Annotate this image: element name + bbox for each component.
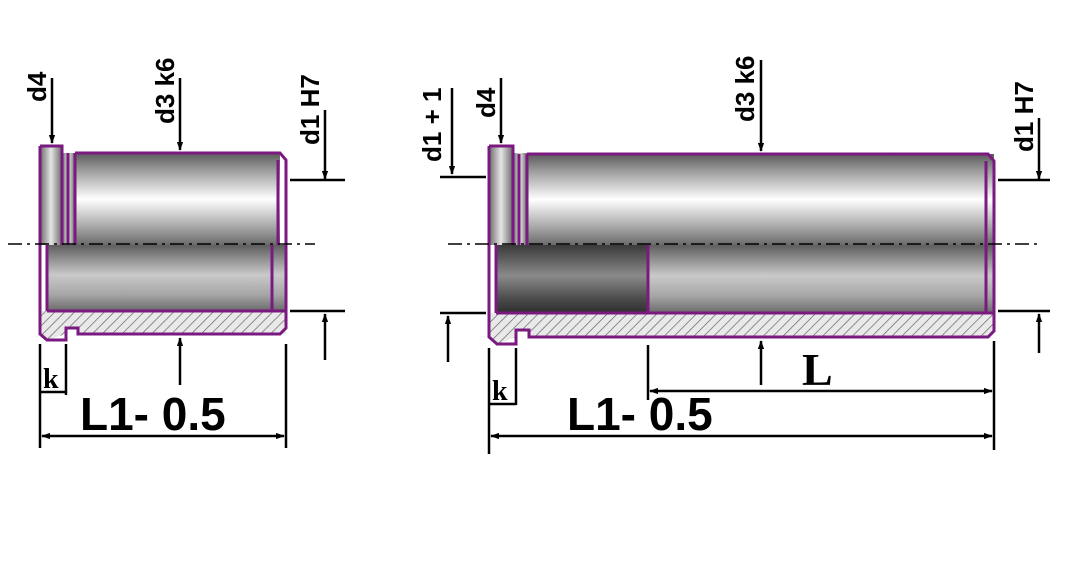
left-label-length: L1- 0.5 <box>80 388 226 440</box>
left-labels: d4 d3 k6 d1 H7 k L1- 0.5 <box>22 58 325 441</box>
right-label-d1-plus: d1 + 1 <box>417 88 447 162</box>
right-label-length: L1- 0.5 <box>567 388 713 440</box>
left-label-d1: d1 H7 <box>295 74 325 145</box>
right-hatched-wall <box>489 313 994 344</box>
right-body-upper <box>527 154 994 245</box>
right-label-L: L <box>802 344 833 395</box>
right-collar <box>489 146 513 245</box>
left-dimensions <box>38 78 345 448</box>
right-bore <box>648 245 994 313</box>
right-bore-dark <box>496 245 648 313</box>
left-bushing <box>8 144 315 342</box>
right-bushing <box>448 144 1040 346</box>
left-label-k: k <box>43 364 59 395</box>
left-outline <box>38 144 288 342</box>
right-label-d4: d4 <box>471 87 501 118</box>
right-label-d3: d3 k6 <box>730 56 760 123</box>
left-bore <box>47 245 286 311</box>
right-label-k: k <box>492 376 508 407</box>
left-body-upper <box>75 153 280 245</box>
right-labels: d1 + 1 d4 d3 k6 d1 H7 k L L1- 0.5 <box>417 56 1039 441</box>
right-label-d1: d1 H7 <box>1009 81 1039 152</box>
left-label-d3: d3 k6 <box>150 58 180 125</box>
left-collar <box>40 146 62 245</box>
left-label-d4: d4 <box>22 71 52 102</box>
right-outline <box>487 144 996 346</box>
right-dimensions <box>440 60 1050 454</box>
left-hatched-wall <box>40 311 286 340</box>
